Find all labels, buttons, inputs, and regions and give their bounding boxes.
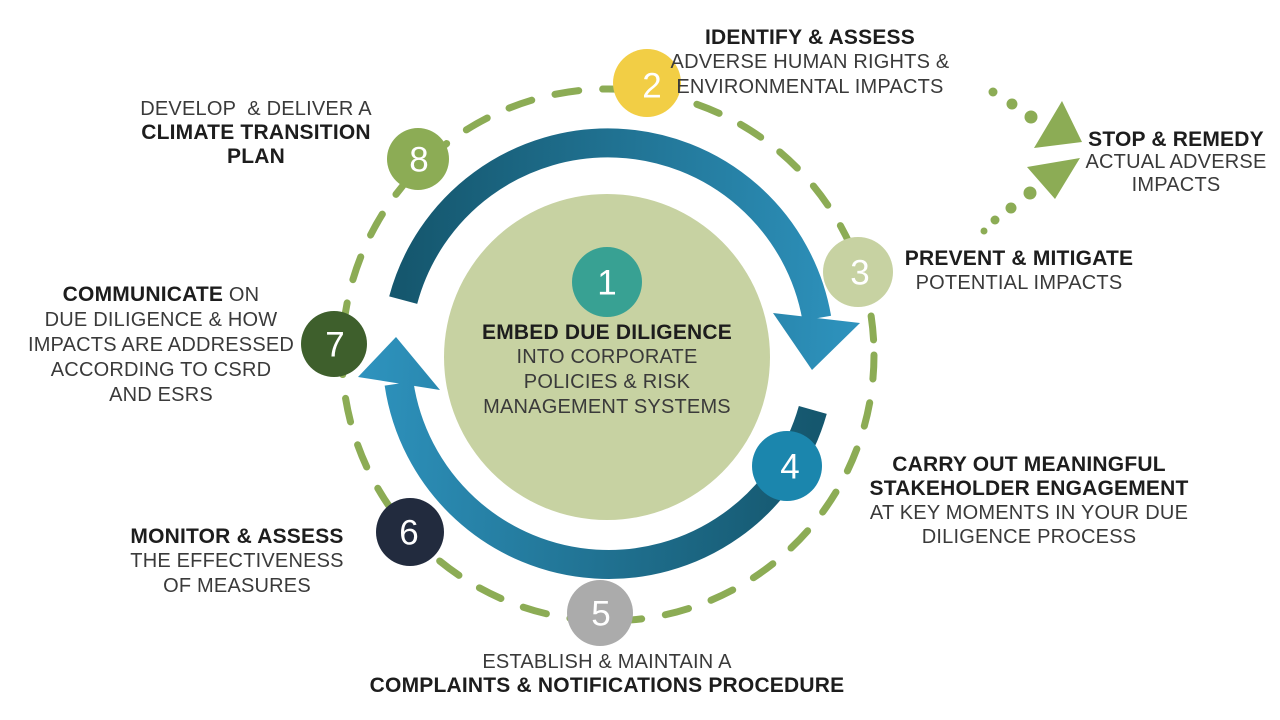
step-3-label: PREVENT & MITIGATE POTENTIAL IMPACTS [879,246,1159,296]
step-4-number: 4 [780,448,799,487]
step-3-line: POTENTIAL IMPACTS [915,272,1123,294]
step-8-number: 8 [409,141,428,180]
dot-icon [980,227,988,235]
step-7-badge-circle [301,311,367,377]
branch-arrowhead-icon [1034,101,1082,148]
step-3-number: 3 [850,254,869,293]
dot-icon [1024,110,1038,124]
step-5-title: COMPLAINTS & NOTIFICATIONS PROCEDURE [369,674,845,697]
center-line: MANAGEMENT SYSTEMS [483,396,731,418]
step-4-label: CARRY OUT MEANINGFUL STAKEHOLDER ENGAGEM… [859,453,1199,549]
step-4-title: STAKEHOLDER ENGAGEMENT [869,477,1189,500]
step-7-line: DUE DILIGENCE & HOW [44,309,278,331]
callout-title: STOP & REMEDY [1088,128,1264,151]
step-5-badge-circle [567,580,633,646]
cycle-arrow-bottom-arrowhead-icon [358,337,440,390]
step-8-intro: DEVELOP & DELIVER A [140,98,372,120]
step-7-title: COMMUNICATE [62,283,224,306]
step-2-line: ENVIRONMENTAL IMPACTS [676,76,944,98]
center-circle [444,194,770,520]
cycle-arrow-top-arrowhead-icon [773,313,860,370]
step-4-badge: 4 [752,431,822,501]
step-7-badge: 7 [301,311,367,377]
step-6-badge-circle [376,498,444,566]
step-2-badge-circle [613,49,681,117]
step-7-title-suffix: ON [223,284,260,306]
step-4-line: DILIGENCE PROCESS [921,526,1137,548]
branch-arrow-from-step2 [988,87,1082,148]
step-7-line: IMPACTS ARE ADDRESSED [27,334,295,356]
step-8-label: DEVELOP & DELIVER A CLIMATE TRANSITION P… [116,97,396,169]
step-8-badge-circle [387,128,449,190]
step-3-badge: 3 [823,237,893,307]
step-4-title: CARRY OUT MEANINGFUL [892,453,1166,476]
step-7-number: 7 [325,326,344,365]
step-8-title: CLIMATE TRANSITION [141,121,371,144]
step-7-title-line: COMMUNICATE ON [11,282,311,308]
center-label: EMBED DUE DILIGENCE INTO CORPORATE POLIC… [457,320,757,420]
step-6-line: THE EFFECTIVENESS [130,550,344,572]
step-2-line: ADVERSE HUMAN RIGHTS & [670,51,950,73]
dot-icon [988,87,998,97]
step-2-badge: 2 [613,49,681,117]
dot-icon [1023,186,1037,200]
step-7-label: COMMUNICATE ON DUE DILIGENCE & HOW IMPAC… [11,282,311,408]
step-2-number: 2 [642,67,661,106]
stop-remedy-callout: STOP & REMEDY ACTUAL ADVERSE IMPACTS [1056,128,1280,197]
step-1-badge: 1 [572,247,642,317]
step-4-badge-circle [752,431,822,501]
callout-line: IMPACTS [1131,174,1221,196]
step-5-badge: 5 [567,580,633,646]
step-3-badge-circle [823,237,893,307]
dot-icon [990,215,1000,225]
dot-icon [1005,202,1017,214]
step-5-intro: ESTABLISH & MAINTAIN A [482,651,732,673]
branch-arrow-from-step3 [980,158,1080,235]
step-1-badge-circle [572,247,642,317]
step-2-label: IDENTIFY & ASSESS ADVERSE HUMAN RIGHTS &… [640,25,980,100]
step-6-badge: 6 [376,498,444,566]
center-line: POLICIES & RISK [523,371,691,393]
step-5-label: ESTABLISH & MAINTAIN A COMPLAINTS & NOTI… [327,650,887,698]
step-6-number: 6 [399,514,418,553]
branch-arrowhead-icon [1027,158,1080,199]
step-7-line: AND ESRS [109,384,213,406]
step-5-number: 5 [591,595,610,634]
cycle-arrow-top-arc [389,128,832,321]
callout-line: ACTUAL ADVERSE [1085,151,1267,173]
step-6-label: MONITOR & ASSESS THE EFFECTIVENESS OF ME… [107,524,367,599]
step-6-line: OF MEASURES [163,575,311,597]
step-8-badge: 8 [387,128,449,190]
step-4-line: AT KEY MOMENTS IN YOUR DUE [869,502,1189,524]
step-6-title: MONITOR & ASSESS [130,525,344,548]
step-2-title: IDENTIFY & ASSESS [705,26,915,49]
center-line: INTO CORPORATE [516,346,698,368]
dot-icon [1006,98,1018,110]
center-title: EMBED DUE DILIGENCE [482,321,732,344]
step-1-number: 1 [597,264,616,303]
step-8-title: PLAN [227,145,285,168]
step-3-title: PREVENT & MITIGATE [904,247,1134,270]
step-7-line: ACCORDING TO CSRD [50,359,272,381]
